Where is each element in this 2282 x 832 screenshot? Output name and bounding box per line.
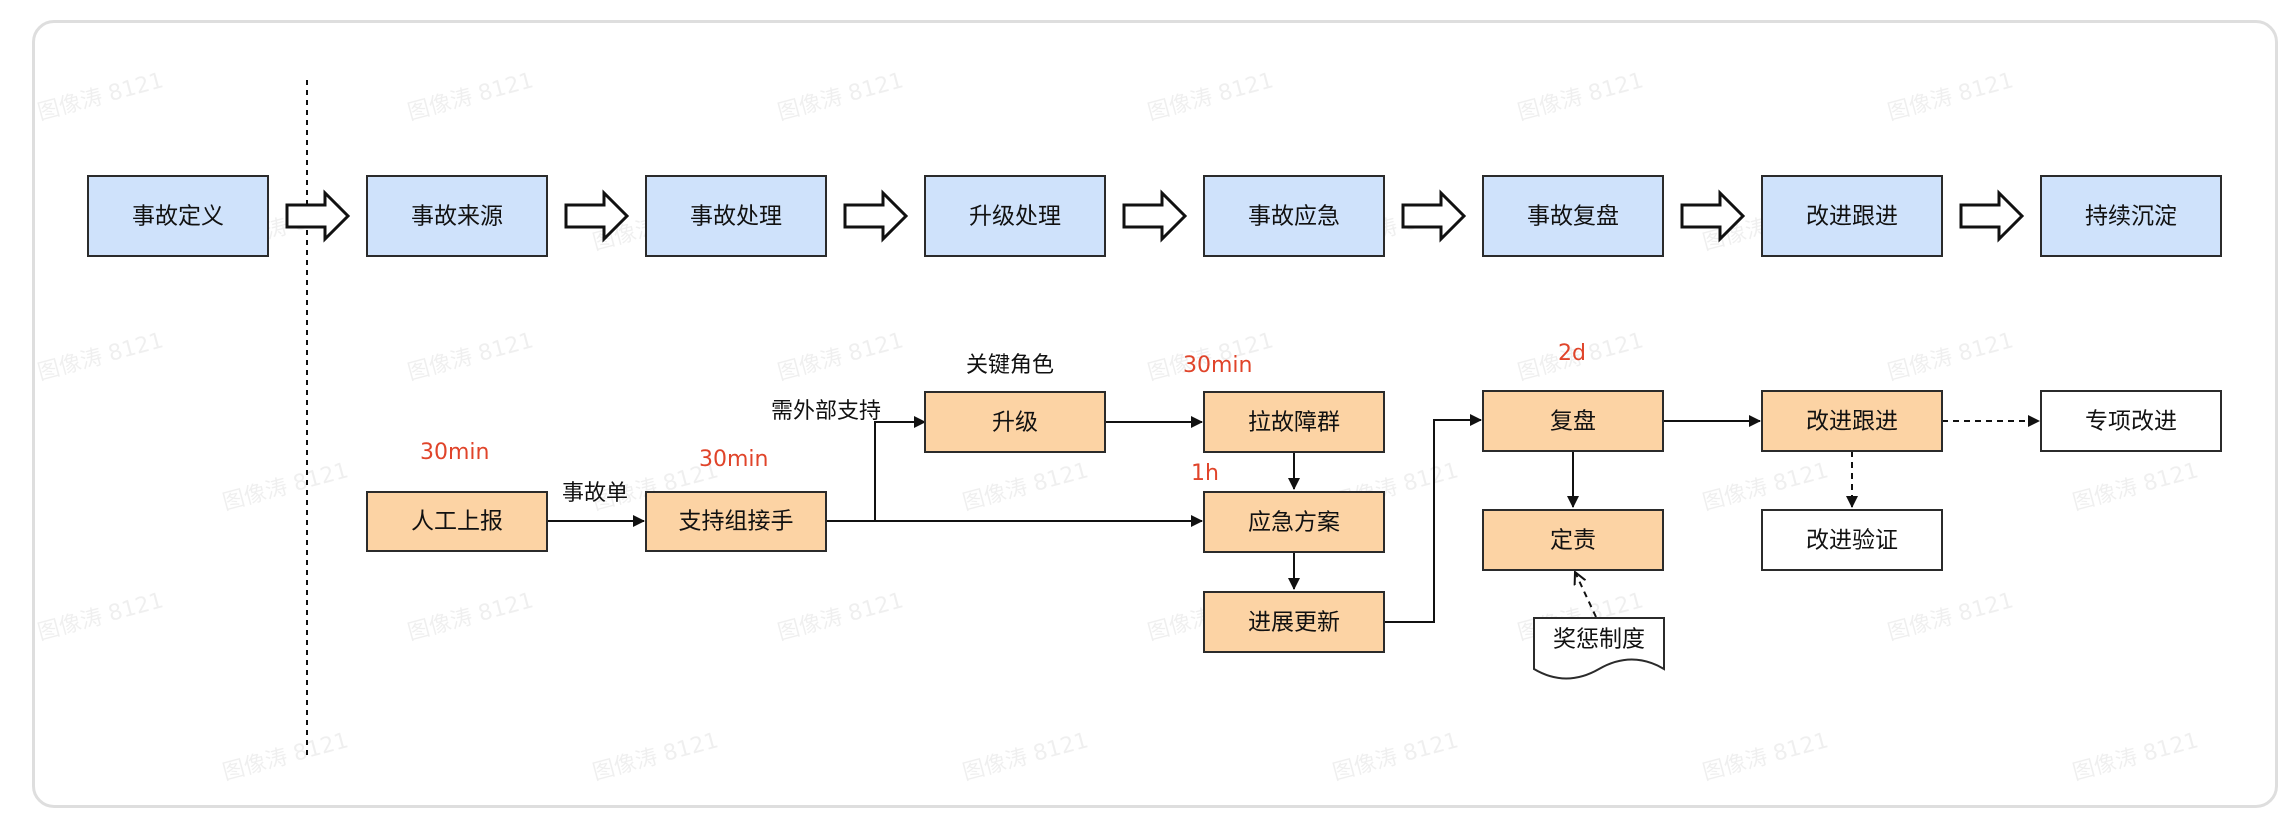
watermark-text: 图像涛 8121: [775, 328, 906, 386]
watermark-text: 图像涛 8121: [1145, 68, 1276, 126]
step-escalate[interactable]: 升级: [924, 391, 1106, 453]
stage-followup-label: 改进跟进: [1806, 204, 1898, 230]
step-special-improvement-label: 专项改进: [2085, 409, 2177, 435]
step-special-improvement[interactable]: 专项改进: [2040, 390, 2222, 452]
stage-definition[interactable]: 事故定义: [87, 175, 269, 257]
step-improvement-verify[interactable]: 改进验证: [1761, 509, 1943, 571]
step-improvement-verify-label: 改进验证: [1806, 528, 1898, 554]
watermark-text: 图像涛 8121: [1515, 68, 1646, 126]
note-ticket: 事故单: [562, 481, 628, 506]
watermark-text: 图像涛 8121: [2070, 728, 2201, 786]
stage-followup[interactable]: 改进跟进: [1761, 175, 1943, 257]
stage-handling-label: 事故处理: [690, 204, 782, 230]
stage-emergency[interactable]: 事故应急: [1203, 175, 1385, 257]
stage-row: 事故定义 事故来源 事故处理 升级处理 事故应急 事故复盘 改进跟进 持续沉淀: [87, 175, 2222, 257]
watermark-text: 图像涛 8121: [405, 588, 536, 646]
watermark-text: 图像涛 8121: [1330, 728, 1461, 786]
step-improvement-followup-label: 改进跟进: [1806, 409, 1898, 435]
step-review[interactable]: 复盘: [1482, 390, 1664, 452]
watermark-text: 图像涛 8121: [775, 588, 906, 646]
watermark-text: 图像涛 8121: [1885, 68, 2016, 126]
flow-connectors: [547, 414, 2040, 623]
step-manual-report-label: 人工上报: [411, 509, 503, 535]
process-steps: 人工上报 支持组接手 升级 拉故障群 应急方案 进展更新 复盘 定责: [366, 390, 2222, 680]
step-manual-report[interactable]: 人工上报: [366, 491, 548, 552]
stage-review-label: 事故复盘: [1527, 204, 1619, 230]
block-arrow-icon: [1401, 189, 1467, 243]
stage-connectors: [285, 189, 2025, 243]
step-assign-blame[interactable]: 定责: [1482, 509, 1664, 571]
doc-rewards-system-label: 奖惩制度: [1553, 627, 1645, 653]
doc-rewards-system[interactable]: 奖惩制度: [1533, 617, 1665, 680]
block-arrow-icon: [1959, 189, 2025, 243]
step-support-takeover[interactable]: 支持组接手: [645, 491, 827, 552]
watermark-text: 图像涛 8121: [220, 728, 351, 786]
stage-source[interactable]: 事故来源: [366, 175, 548, 257]
watermark-text: 图像涛 8121: [1885, 328, 2016, 386]
watermark-text: 图像涛 8121: [405, 68, 536, 126]
step-progress-update[interactable]: 进展更新: [1203, 591, 1385, 653]
stage-handling[interactable]: 事故处理: [645, 175, 827, 257]
step-progress-update-label: 进展更新: [1248, 610, 1340, 636]
step-emergency-plan[interactable]: 应急方案: [1203, 491, 1385, 553]
watermark-text: 图像涛 8121: [35, 328, 166, 386]
stage-accumulation-label: 持续沉淀: [2085, 204, 2177, 230]
watermark-text: 图像涛 8121: [960, 458, 1091, 516]
watermark-text: 图像涛 8121: [1700, 728, 1831, 786]
step-support-takeover-label: 支持组接手: [679, 509, 794, 535]
note-external-support: 需外部支持: [771, 399, 881, 424]
step-assign-blame-label: 定责: [1550, 528, 1596, 554]
watermark-text: 图像涛 8121: [2070, 458, 2201, 516]
stage-emergency-label: 事故应急: [1248, 204, 1340, 230]
step-review-label: 复盘: [1550, 409, 1596, 435]
block-arrow-icon: [564, 189, 630, 243]
stage-source-label: 事故来源: [411, 204, 503, 230]
watermark-text: 图像涛 8121: [590, 728, 721, 786]
annotations: 事故单 需外部支持 关键角色 30min 30min 30min 1h 2d: [420, 341, 1586, 506]
step-fault-group-label: 拉故障群: [1248, 410, 1340, 436]
watermark-text: 图像涛 8121: [35, 68, 166, 126]
stage-escalation-label: 升级处理: [969, 204, 1061, 230]
watermark-text: 图像涛 8121: [220, 458, 351, 516]
time-report: 30min: [420, 440, 489, 465]
step-fault-group[interactable]: 拉故障群: [1203, 391, 1385, 453]
time-support: 30min: [699, 447, 768, 472]
time-emergency-plan: 1h: [1191, 461, 1219, 486]
time-fault-group: 30min: [1183, 353, 1252, 378]
block-arrow-icon: [1122, 189, 1188, 243]
watermark-text: 图像涛 8121: [1700, 458, 1831, 516]
watermark-text: 图像涛 8121: [35, 588, 166, 646]
stage-escalation[interactable]: 升级处理: [924, 175, 1106, 257]
stage-accumulation[interactable]: 持续沉淀: [2040, 175, 2222, 257]
stage-definition-label: 事故定义: [132, 204, 224, 230]
step-emergency-plan-label: 应急方案: [1248, 510, 1340, 536]
step-improvement-followup[interactable]: 改进跟进: [1761, 390, 1943, 452]
time-review: 2d: [1558, 341, 1586, 366]
block-arrow-icon: [843, 189, 909, 243]
step-escalate-label: 升级: [992, 410, 1038, 436]
stage-review[interactable]: 事故复盘: [1482, 175, 1664, 257]
watermark-text: 图像涛 8121: [405, 328, 536, 386]
block-arrow-icon: [1680, 189, 1746, 243]
watermark-text: 图像涛 8121: [960, 728, 1091, 786]
watermark-text: 图像涛 8121: [1885, 588, 2016, 646]
block-arrow-icon: [285, 189, 351, 243]
watermark-text: 图像涛 8121: [775, 68, 906, 126]
note-key-role: 关键角色: [966, 353, 1054, 378]
